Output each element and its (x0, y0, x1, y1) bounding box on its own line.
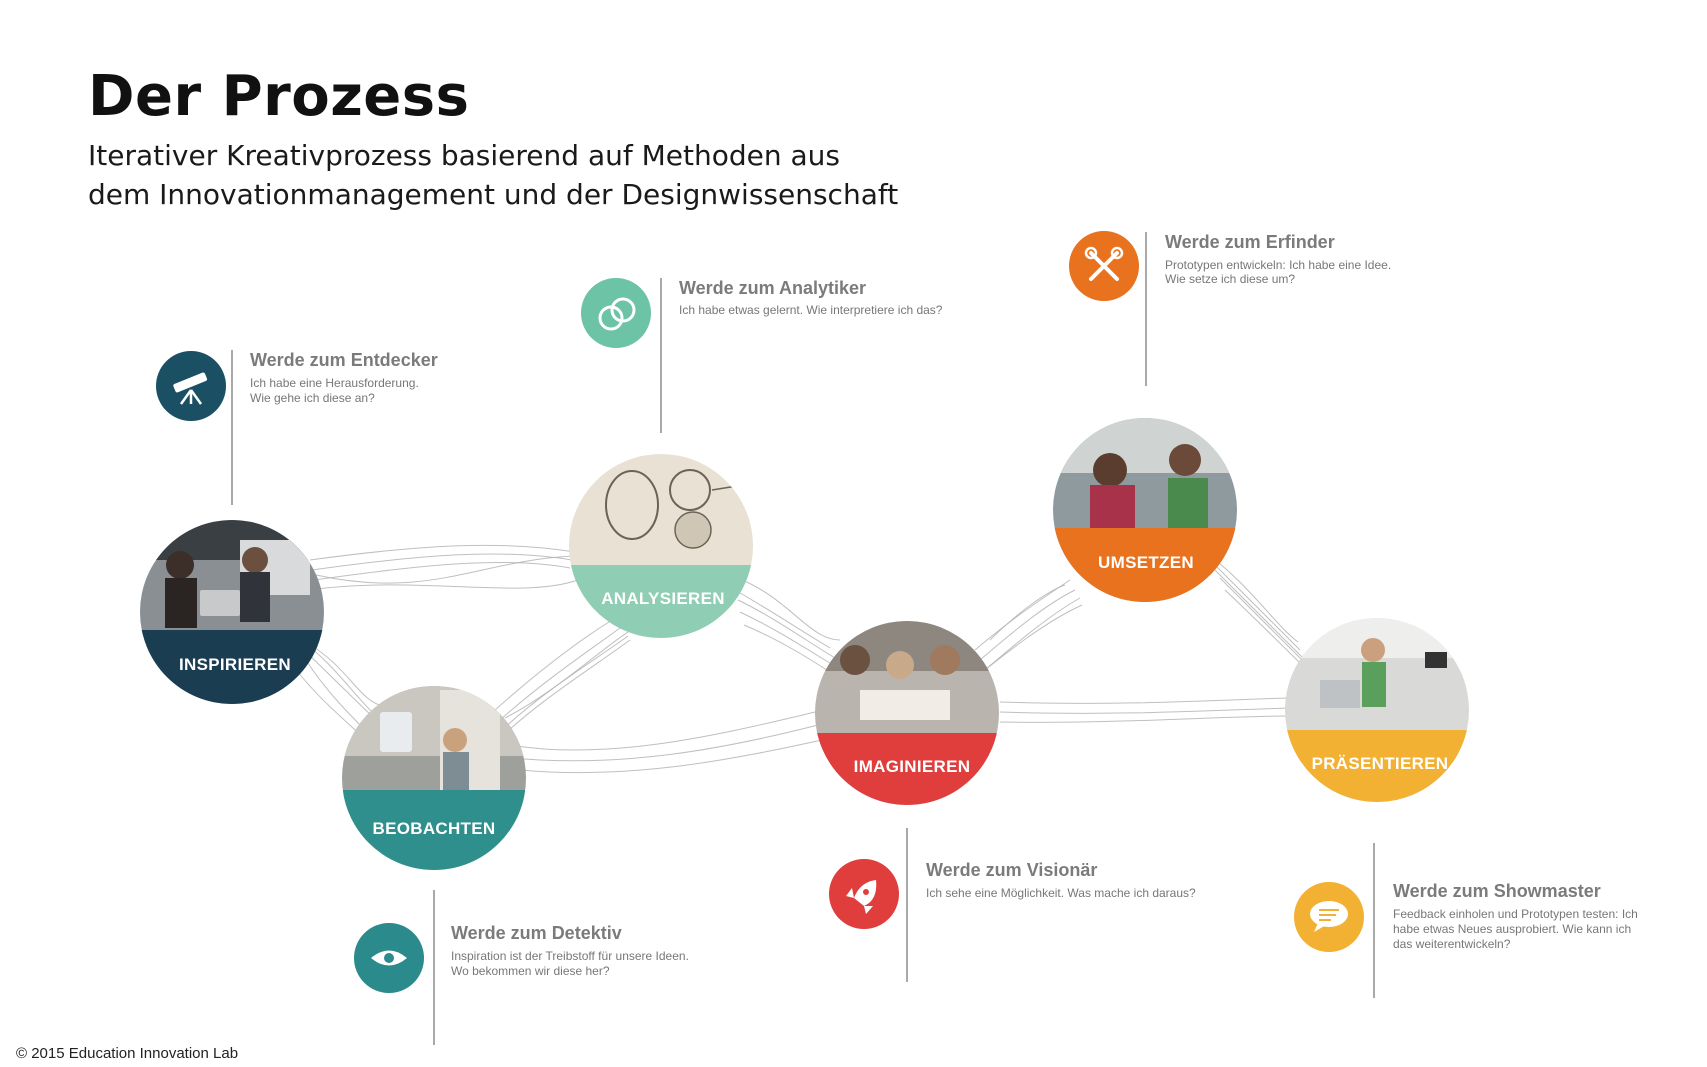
stage-praesentieren[interactable]: PRÄSENTIEREN (1285, 618, 1469, 802)
tools-icon (1069, 231, 1139, 301)
page-title: Der Prozess (88, 64, 470, 129)
role-desc-line: habe etwas Neues ausprobiert. Wie kann i… (1393, 922, 1631, 936)
role-desc-line: Wie setze ich diese um? (1165, 272, 1295, 286)
role-desc-line: Ich habe eine Herausforderung. (250, 376, 419, 390)
role-entdecker: Werde zum Entdecker Ich habe eine Heraus… (156, 350, 438, 421)
stage-label: INSPIRIEREN (179, 655, 291, 674)
stage-label: PRÄSENTIEREN (1312, 754, 1449, 773)
role-desc-line: Feedback einholen und Prototypen testen:… (1393, 907, 1638, 921)
stage-label: IMAGINIEREN (854, 757, 971, 776)
stage-label: UMSETZEN (1098, 553, 1194, 572)
stage-inspirieren[interactable]: INSPIRIEREN (140, 520, 324, 704)
role-desc-line: das weiterentwickeln? (1393, 937, 1511, 951)
role-title: Werde zum Visionär (926, 860, 1097, 880)
role-desc-line: Wo bekommen wir diese her? (451, 964, 610, 978)
role-desc-line: Ich sehe eine Möglichkeit. Was mache ich… (926, 886, 1196, 900)
workshop-build-photo (1053, 418, 1237, 602)
role-detektiv: Werde zum Detektiv Inspiration ist der T… (354, 923, 689, 993)
role-title: Werde zum Showmaster (1393, 881, 1601, 901)
subtitle-line-2: dem Innovationmanagement und der Designw… (88, 178, 899, 211)
stage-analysieren[interactable]: ANALYSIEREN (569, 454, 753, 638)
stage-beobachten[interactable]: BEOBACHTEN (342, 686, 526, 870)
role-desc-line: Ich habe etwas gelernt. Wie interpretier… (679, 303, 943, 317)
role-desc-line: Inspiration ist der Treibstoff für unser… (451, 949, 689, 963)
people-laptop-photo (140, 520, 324, 704)
tablet-street-photo (342, 686, 526, 870)
eye-icon (354, 923, 424, 993)
rocket-icon (829, 859, 899, 929)
stage-label: ANALYSIEREN (601, 589, 725, 608)
role-analytiker: Werde zum Analytiker Ich habe etwas gele… (581, 278, 943, 348)
sketch-paper-photo (569, 454, 753, 638)
speech-bubble-icon (1294, 882, 1364, 952)
stage-umsetzen[interactable]: UMSETZEN (1053, 418, 1237, 602)
role-title: Werde zum Entdecker (250, 350, 438, 370)
role-visionaer: Werde zum Visionär Ich sehe eine Möglich… (829, 859, 1196, 929)
stage-imaginieren[interactable]: IMAGINIEREN (815, 621, 999, 805)
rings-icon (581, 278, 651, 348)
copyright: © 2015 Education Innovation Lab (16, 1045, 239, 1062)
role-connectors (231, 232, 1375, 1045)
page-subtitle: Iterativer Kreativprozess basierend auf … (88, 136, 988, 214)
role-title: Werde zum Analytiker (679, 278, 866, 298)
group-table-photo (815, 621, 999, 805)
telescope-icon (156, 351, 226, 421)
role-desc-line: Wie gehe ich diese an? (250, 391, 375, 405)
connection-lines (297, 544, 1313, 774)
role-title: Werde zum Detektiv (451, 923, 622, 943)
presentation-photo (1285, 618, 1469, 802)
stage-label: BEOBACHTEN (373, 819, 496, 838)
role-showmaster: Werde zum Showmaster Feedback einholen u… (1294, 881, 1638, 952)
role-desc-line: Prototypen entwickeln: Ich habe eine Ide… (1165, 258, 1391, 272)
role-title: Werde zum Erfinder (1165, 232, 1335, 252)
role-erfinder: Werde zum Erfinder Prototypen entwickeln… (1069, 231, 1391, 301)
subtitle-line-1: Iterativer Kreativprozess basierend auf … (88, 139, 840, 172)
